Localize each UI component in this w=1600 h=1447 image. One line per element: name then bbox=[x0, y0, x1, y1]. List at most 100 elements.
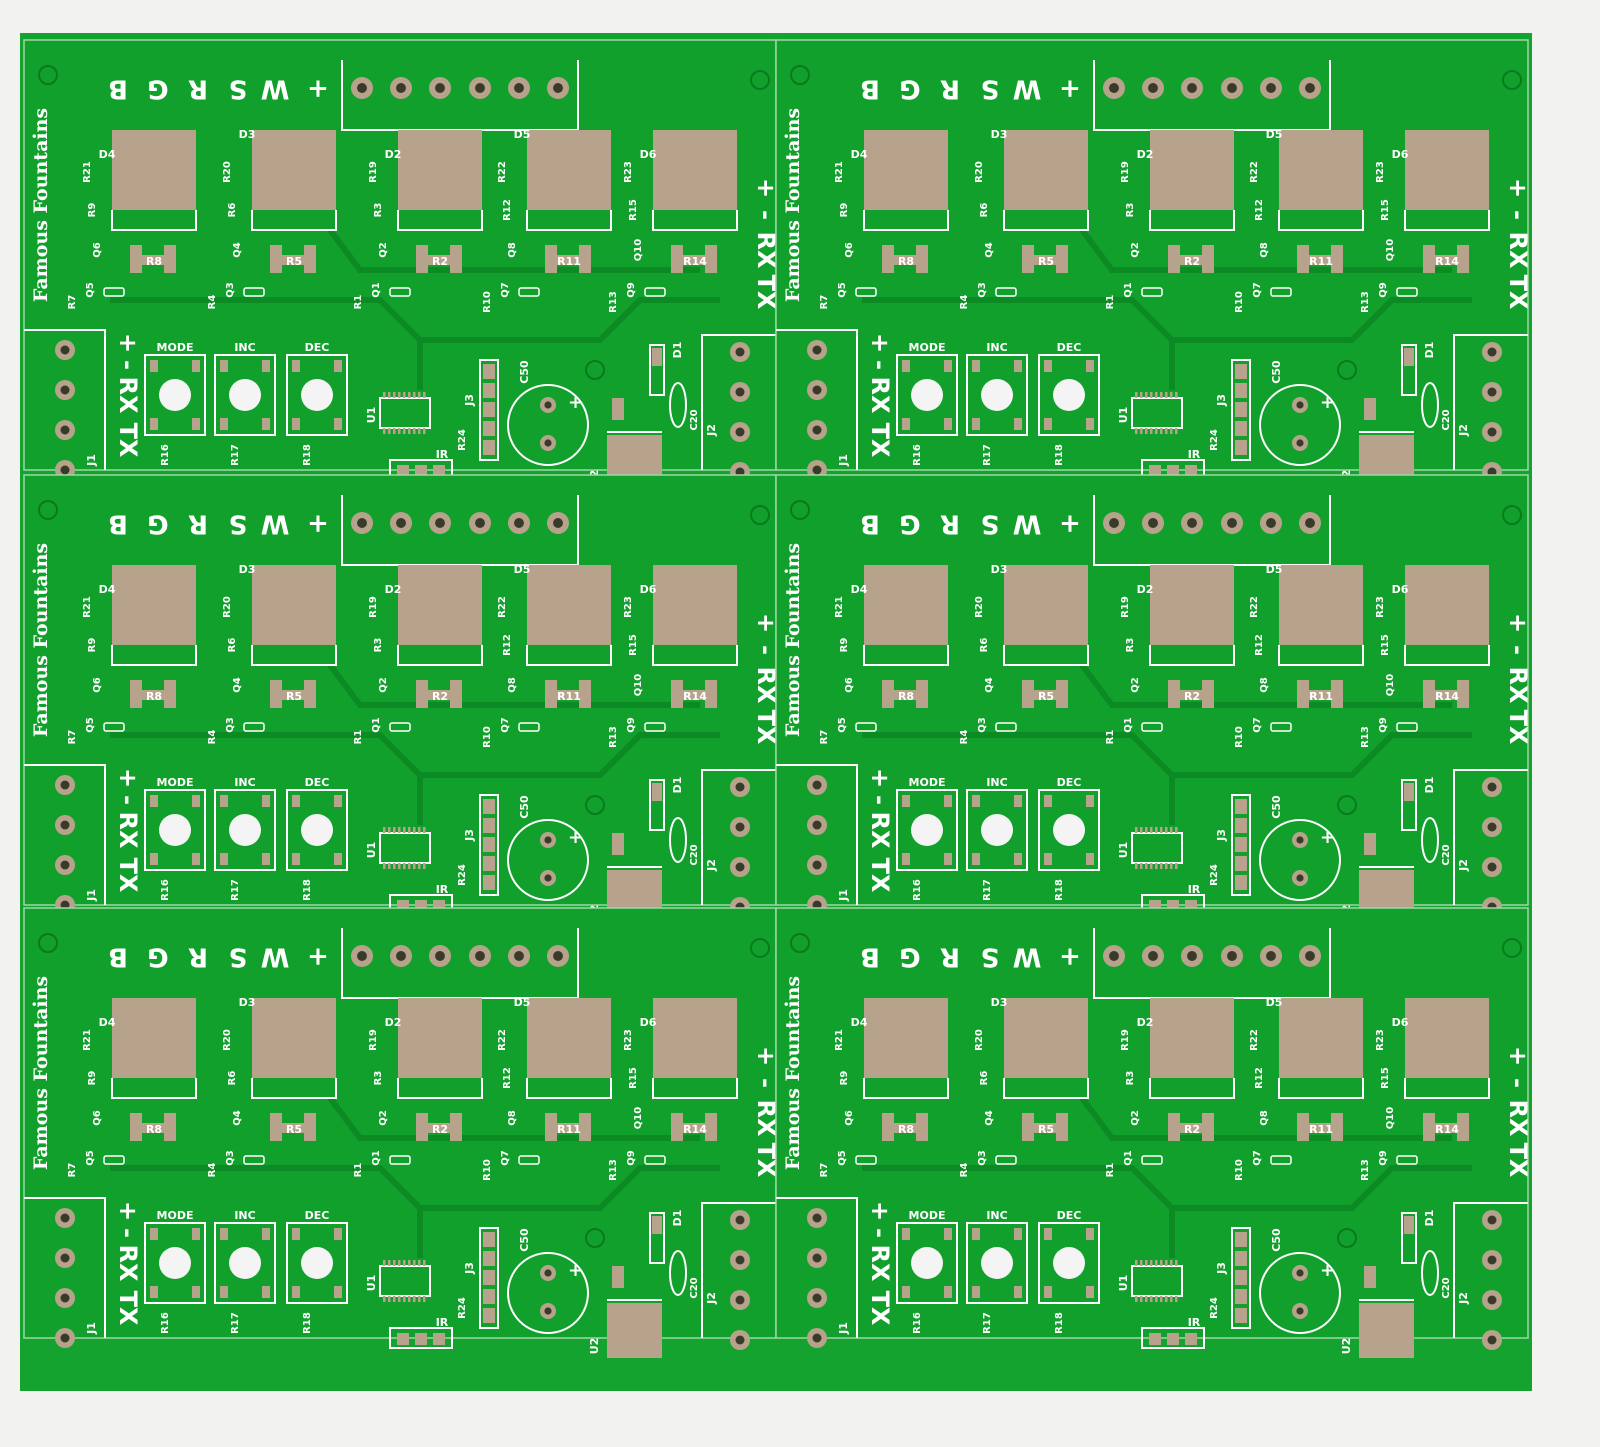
j4-pin-hole bbox=[547, 945, 569, 967]
designator-resistor: R19 bbox=[368, 1029, 379, 1051]
ic-footprint bbox=[1131, 392, 1183, 434]
serial-label-left: - bbox=[866, 795, 894, 805]
designator-resistor: R17 bbox=[230, 444, 241, 466]
header-pin-label: S bbox=[229, 74, 248, 104]
j1-pin-hole bbox=[807, 1248, 827, 1268]
designator-transistor: Q6 bbox=[844, 677, 855, 693]
serial-label-right: + bbox=[752, 178, 780, 198]
designator-resistor: R14 bbox=[1435, 255, 1459, 268]
j1-pin-hole bbox=[807, 1208, 827, 1228]
j2-pin-hole bbox=[730, 382, 750, 402]
designator-resistor: R14 bbox=[683, 690, 707, 703]
j4-pin-hole bbox=[469, 945, 491, 967]
designator-u2: U2 bbox=[1340, 1338, 1353, 1355]
button-label: DEC bbox=[305, 1209, 330, 1222]
designator-c20: C20 bbox=[689, 409, 700, 430]
designator-transistor: Q2 bbox=[1130, 1110, 1141, 1126]
header-pin-label: R bbox=[940, 74, 960, 104]
designator-transistor: Q5 bbox=[837, 717, 848, 733]
designator-resistor: R20 bbox=[222, 596, 233, 618]
cap-pin bbox=[1292, 397, 1308, 413]
designator-ir: IR bbox=[436, 883, 449, 896]
designator-resistor: R8 bbox=[898, 255, 914, 268]
j4-pin-hole bbox=[390, 512, 412, 534]
designator-resistor: R9 bbox=[839, 1071, 850, 1086]
designator-resistor: R23 bbox=[1375, 161, 1386, 183]
serial-label-right: RX bbox=[1504, 1100, 1532, 1137]
designator-transistor: Q5 bbox=[837, 282, 848, 298]
mosfet-footprint bbox=[652, 998, 738, 1141]
designator-transistor: Q9 bbox=[1378, 282, 1389, 298]
j3-header-strip bbox=[1231, 359, 1251, 461]
electrolytic-capacitor-footprint: + bbox=[507, 1252, 589, 1334]
tactile-button-footprint bbox=[144, 1222, 206, 1304]
designator-resistor: R20 bbox=[974, 161, 985, 183]
header-pin-label: S bbox=[229, 509, 248, 539]
designator-resistor: R2 bbox=[432, 690, 448, 703]
brand-label: Famous Fountains bbox=[782, 543, 804, 737]
designator-resistor: R12 bbox=[1254, 1067, 1265, 1089]
designator-diode: D6 bbox=[1392, 583, 1409, 596]
button-label: INC bbox=[234, 776, 255, 789]
designator-resistor: R12 bbox=[502, 199, 513, 221]
designator-transistor: Q1 bbox=[371, 717, 382, 733]
pcb-board: +WSRGBJ4Famous Fountains R8Q6D4R21R9Q5R7… bbox=[23, 474, 780, 925]
brand-label: Famous Fountains bbox=[782, 976, 804, 1170]
designator-resistor: R9 bbox=[87, 1071, 98, 1086]
designator-j2: J2 bbox=[705, 1292, 718, 1305]
designator-d1: D1 bbox=[1423, 1210, 1436, 1227]
designator-resistor: R16 bbox=[160, 444, 171, 466]
header-pin-label: B bbox=[860, 942, 880, 972]
j4-pin-hole bbox=[1260, 77, 1282, 99]
serial-label-right: + bbox=[752, 1046, 780, 1066]
designator-transistor: Q10 bbox=[633, 1107, 644, 1129]
j4-pin-hole bbox=[390, 945, 412, 967]
designator-ir: IR bbox=[436, 448, 449, 461]
serial-label-left: RX bbox=[866, 377, 894, 414]
designator-resistor: R8 bbox=[898, 690, 914, 703]
electrolytic-capacitor-footprint: + bbox=[1259, 384, 1341, 466]
j4-pin-hole bbox=[1142, 77, 1164, 99]
button-label: DEC bbox=[1057, 776, 1082, 789]
designator-resistor: R22 bbox=[1249, 596, 1260, 618]
button-label: DEC bbox=[305, 776, 330, 789]
j2-pin-hole bbox=[1482, 342, 1502, 362]
designator-transistor: Q7 bbox=[1252, 717, 1263, 733]
j4-pin-hole bbox=[1221, 945, 1243, 967]
pcb-board: +WSRGBJ4Famous Fountains R8Q6D4R21R9Q5R7… bbox=[775, 907, 1532, 1358]
designator-j2: J2 bbox=[1457, 1292, 1470, 1305]
j4-pin-hole bbox=[1142, 512, 1164, 534]
designator-transistor: Q7 bbox=[1252, 1150, 1263, 1166]
serial-label-right: - bbox=[1504, 645, 1532, 655]
designator-d1: D1 bbox=[671, 342, 684, 359]
designator-j3: J3 bbox=[1215, 829, 1228, 842]
designator-d1: D1 bbox=[671, 1210, 684, 1227]
header-pin-label: R bbox=[188, 509, 208, 539]
tactile-button-footprint bbox=[1038, 354, 1100, 436]
j2-pin-hole bbox=[730, 422, 750, 442]
designator-transistor: Q1 bbox=[371, 1150, 382, 1166]
serial-label-right: TX bbox=[1504, 275, 1532, 310]
tactile-button-footprint bbox=[966, 354, 1028, 436]
mosfet-footprint bbox=[1003, 130, 1089, 273]
designator-resistor: R21 bbox=[834, 161, 845, 183]
svg-text:+: + bbox=[1320, 827, 1335, 848]
designator-resistor: R4 bbox=[207, 1163, 218, 1178]
designator-resistor: R11 bbox=[1309, 690, 1333, 703]
cap-pin bbox=[1292, 832, 1308, 848]
designator-resistor: R14 bbox=[1435, 690, 1459, 703]
designator-resistor: R13 bbox=[608, 726, 619, 748]
designator-diode: D5 bbox=[514, 996, 531, 1009]
boards: +WSRGBJ4Famous Fountains R8Q6D4R21R9Q5R7… bbox=[23, 39, 1532, 1358]
designator-diode: D5 bbox=[514, 128, 531, 141]
j1-pin-hole bbox=[55, 775, 75, 795]
designator-ir: IR bbox=[436, 1316, 449, 1329]
header-pin-label: W bbox=[261, 74, 290, 104]
designator-resistor: R6 bbox=[979, 638, 990, 653]
designator-transistor: Q2 bbox=[378, 677, 389, 693]
electrolytic-capacitor-footprint: + bbox=[1259, 819, 1341, 901]
designator-transistor: Q4 bbox=[984, 1110, 995, 1126]
designator-transistor: Q1 bbox=[1123, 282, 1134, 298]
tactile-button-footprint bbox=[144, 789, 206, 871]
mosfet-footprint bbox=[1149, 130, 1235, 273]
